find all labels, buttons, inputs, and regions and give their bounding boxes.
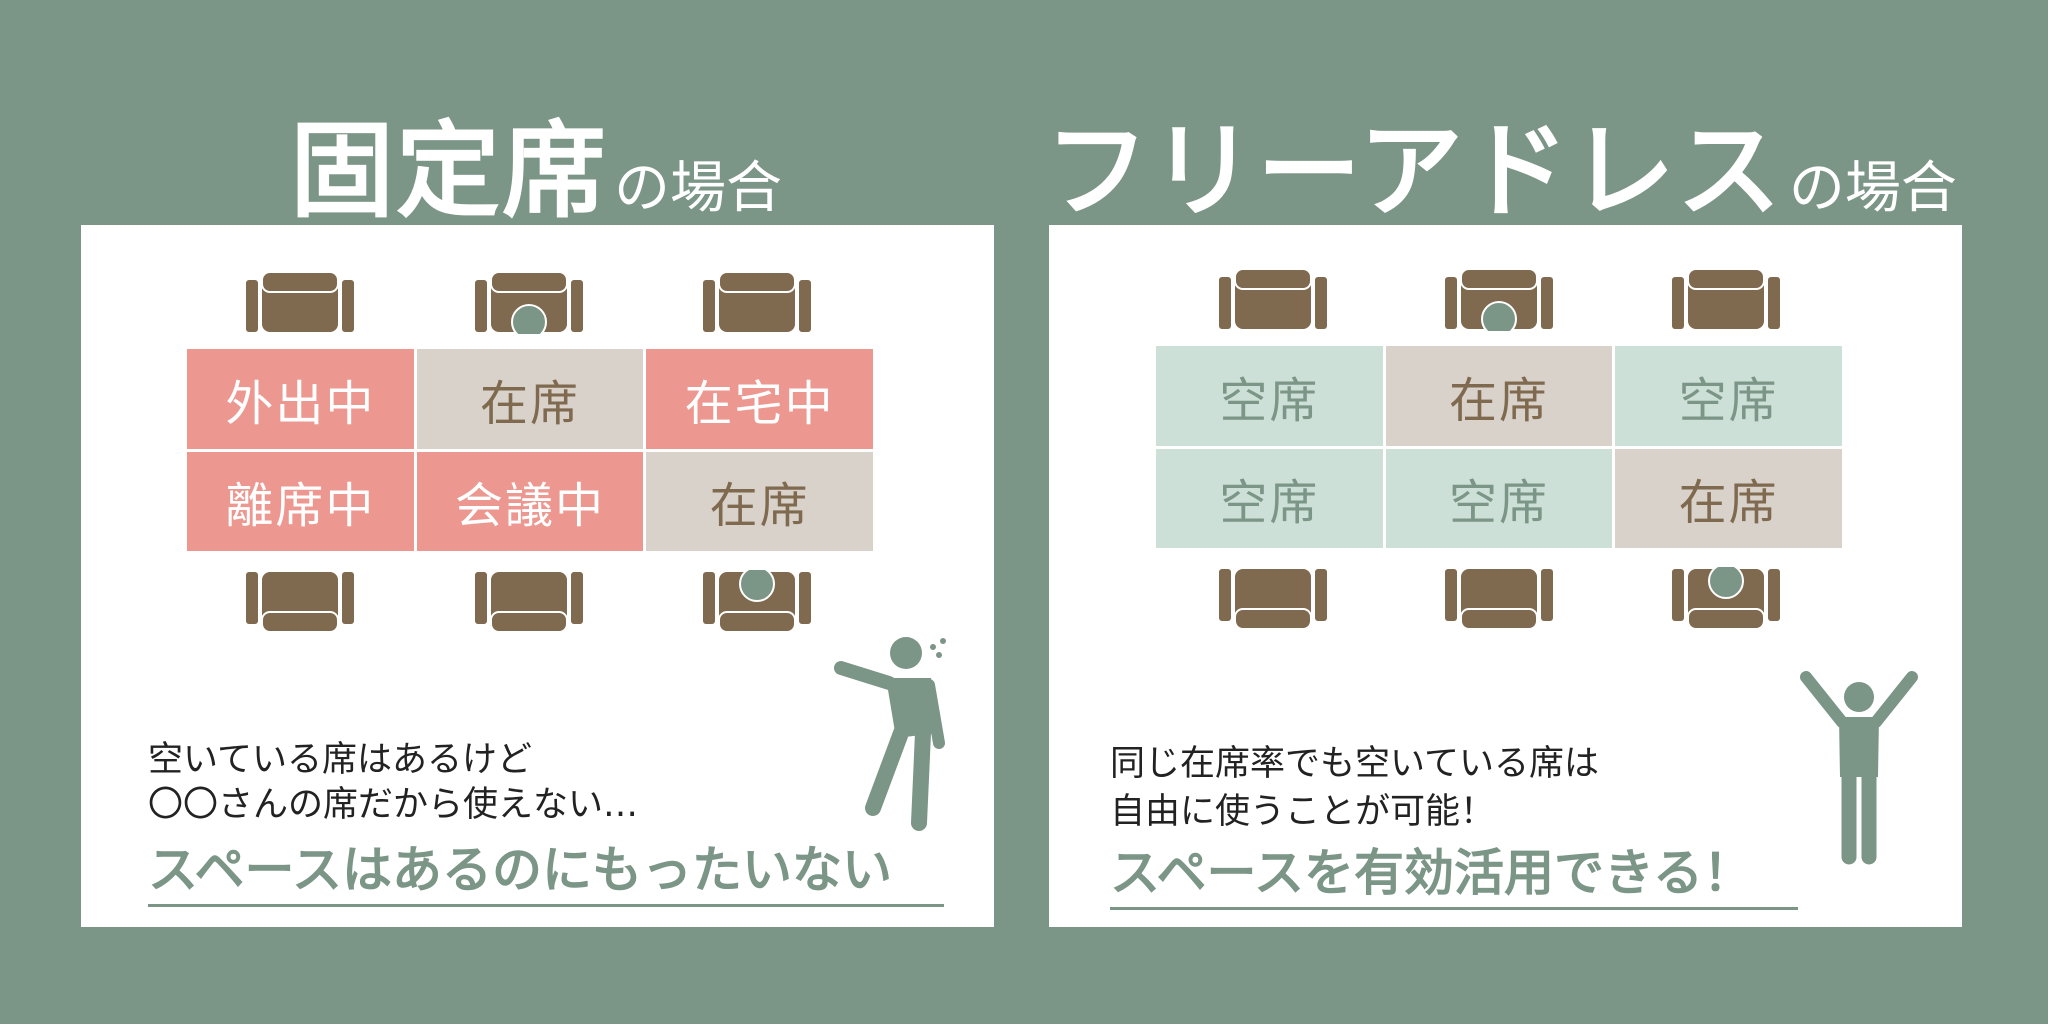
- seat-cell: 離席中: [187, 451, 414, 551]
- highlight-text: スペースを有効活用できる！: [1110, 833, 1798, 910]
- chair-icon: [1672, 567, 1780, 630]
- fixed-seat-panel: 外出中 在席 在宅中 離席中 会議中 在席 空いている席はあるけど 〇〇さんの席…: [81, 225, 994, 927]
- chair-icon: [1672, 268, 1780, 329]
- chair-icon: [1219, 569, 1327, 630]
- chair-icon: [1445, 268, 1553, 331]
- seat-cell: 空席: [1615, 346, 1842, 446]
- chair-icon: [246, 572, 354, 633]
- chair-icon: [246, 271, 354, 332]
- person-head-icon: [1481, 301, 1517, 331]
- seat-cell: 在席: [646, 451, 873, 551]
- desk-grid: 外出中 在席 在宅中 離席中 会議中 在席: [187, 349, 873, 551]
- person-head-icon: [511, 304, 547, 334]
- cheering-man-icon: [1800, 671, 1918, 865]
- chair-icon: [1445, 569, 1553, 630]
- chair-icon: [475, 572, 583, 633]
- seat-cell: 空席: [1385, 448, 1613, 548]
- description-line: 自由に使うことが可能！: [1110, 792, 1496, 832]
- title-suffix: の場合: [1788, 156, 1957, 221]
- highlight-text: スペースはあるのにもったいない: [148, 830, 944, 907]
- chair-icon: [703, 271, 811, 332]
- desk-grid: 空席 在席 空席 空席 空席 在席: [1156, 346, 1842, 548]
- seat-cell: 外出中: [187, 349, 414, 449]
- title-suffix: の場合: [614, 156, 783, 221]
- confused-man-icon: [834, 637, 946, 831]
- seat-cell: 空席: [1156, 346, 1383, 446]
- description-line: 空いている席はあるけど: [148, 740, 532, 780]
- seat-cell: 在席: [416, 349, 644, 449]
- left-title: 固定席の場合: [290, 86, 782, 237]
- description-line: 〇〇さんの席だから使えない…: [148, 785, 639, 825]
- person-head-icon: [739, 570, 775, 602]
- seat-cell: 在宅中: [646, 349, 873, 449]
- seat-cell: 在席: [1615, 448, 1842, 548]
- chair-icon: [703, 570, 811, 633]
- title-main: フリーアドレス: [1045, 110, 1783, 232]
- seat-cell: 会議中: [416, 451, 644, 551]
- free-address-panel: 空席 在席 空席 空席 空席 在席 同じ在席率でも空いている席は 自由に使うこと…: [1049, 225, 1962, 927]
- chair-icon: [475, 271, 583, 334]
- person-head-icon: [1708, 567, 1744, 599]
- description-line: 同じ在席率でも空いている席は: [1110, 744, 1599, 784]
- seat-cell: 空席: [1156, 448, 1383, 548]
- title-main: 固定席: [290, 110, 609, 232]
- chair-icon: [1219, 268, 1327, 329]
- seat-cell: 在席: [1385, 346, 1613, 446]
- right-title: フリーアドレスの場合: [1045, 86, 1957, 237]
